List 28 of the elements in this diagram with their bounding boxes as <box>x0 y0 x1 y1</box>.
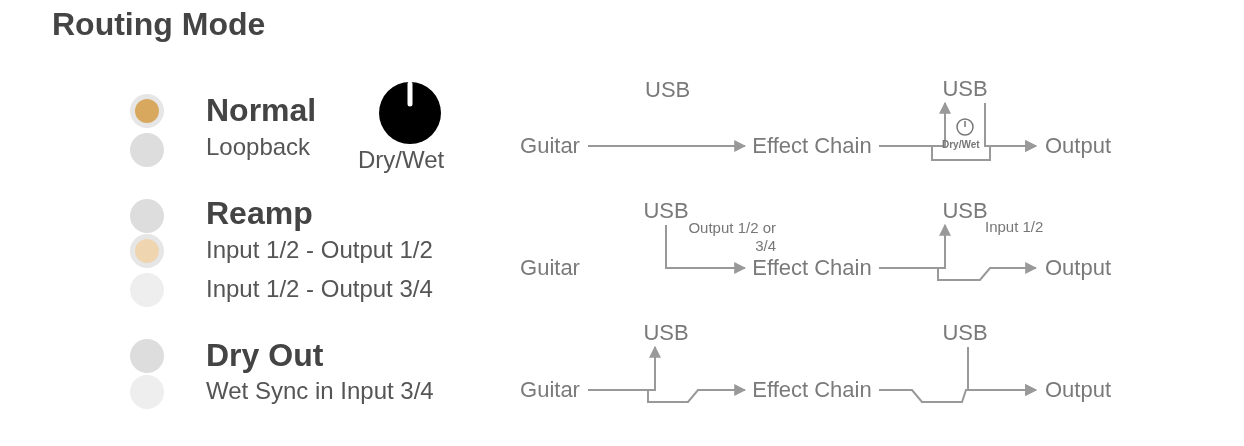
port-label: USB <box>641 319 691 347</box>
mode-heading: Normal <box>206 92 317 129</box>
arrow <box>665 224 747 274</box>
option-text: Input 1/2 - Output 1/2 <box>206 236 433 264</box>
source-label: Guitar <box>512 253 588 283</box>
arrow <box>878 262 1038 281</box>
mode-heading: Dry Out <box>206 337 324 374</box>
output-label: Output <box>1036 131 1120 161</box>
process-label: Effect Chain <box>745 253 879 283</box>
arrow <box>587 384 747 403</box>
process-label: Effect Chain <box>745 131 879 161</box>
option-text: Wet Sync in Input 3/4 <box>206 377 434 405</box>
knob-label: Dry/Wet <box>358 146 445 174</box>
port-label: USB <box>940 319 990 347</box>
output-label: Output <box>1036 253 1120 283</box>
title: Routing Mode <box>52 6 266 43</box>
source-label: Guitar <box>512 375 588 405</box>
arrow <box>878 140 1038 161</box>
option-text: Loopback <box>206 133 311 161</box>
process-label: Effect Chain <box>745 375 879 405</box>
arrow <box>967 346 1038 396</box>
port-label: USB <box>940 75 990 103</box>
mode-heading: Reamp <box>206 195 313 232</box>
source-label: Guitar <box>512 131 588 161</box>
arrow <box>587 140 747 152</box>
output-label: Output <box>1036 375 1120 405</box>
port-label: USB <box>645 77 691 103</box>
option-text: Input 1/2 - Output 3/4 <box>206 275 433 303</box>
